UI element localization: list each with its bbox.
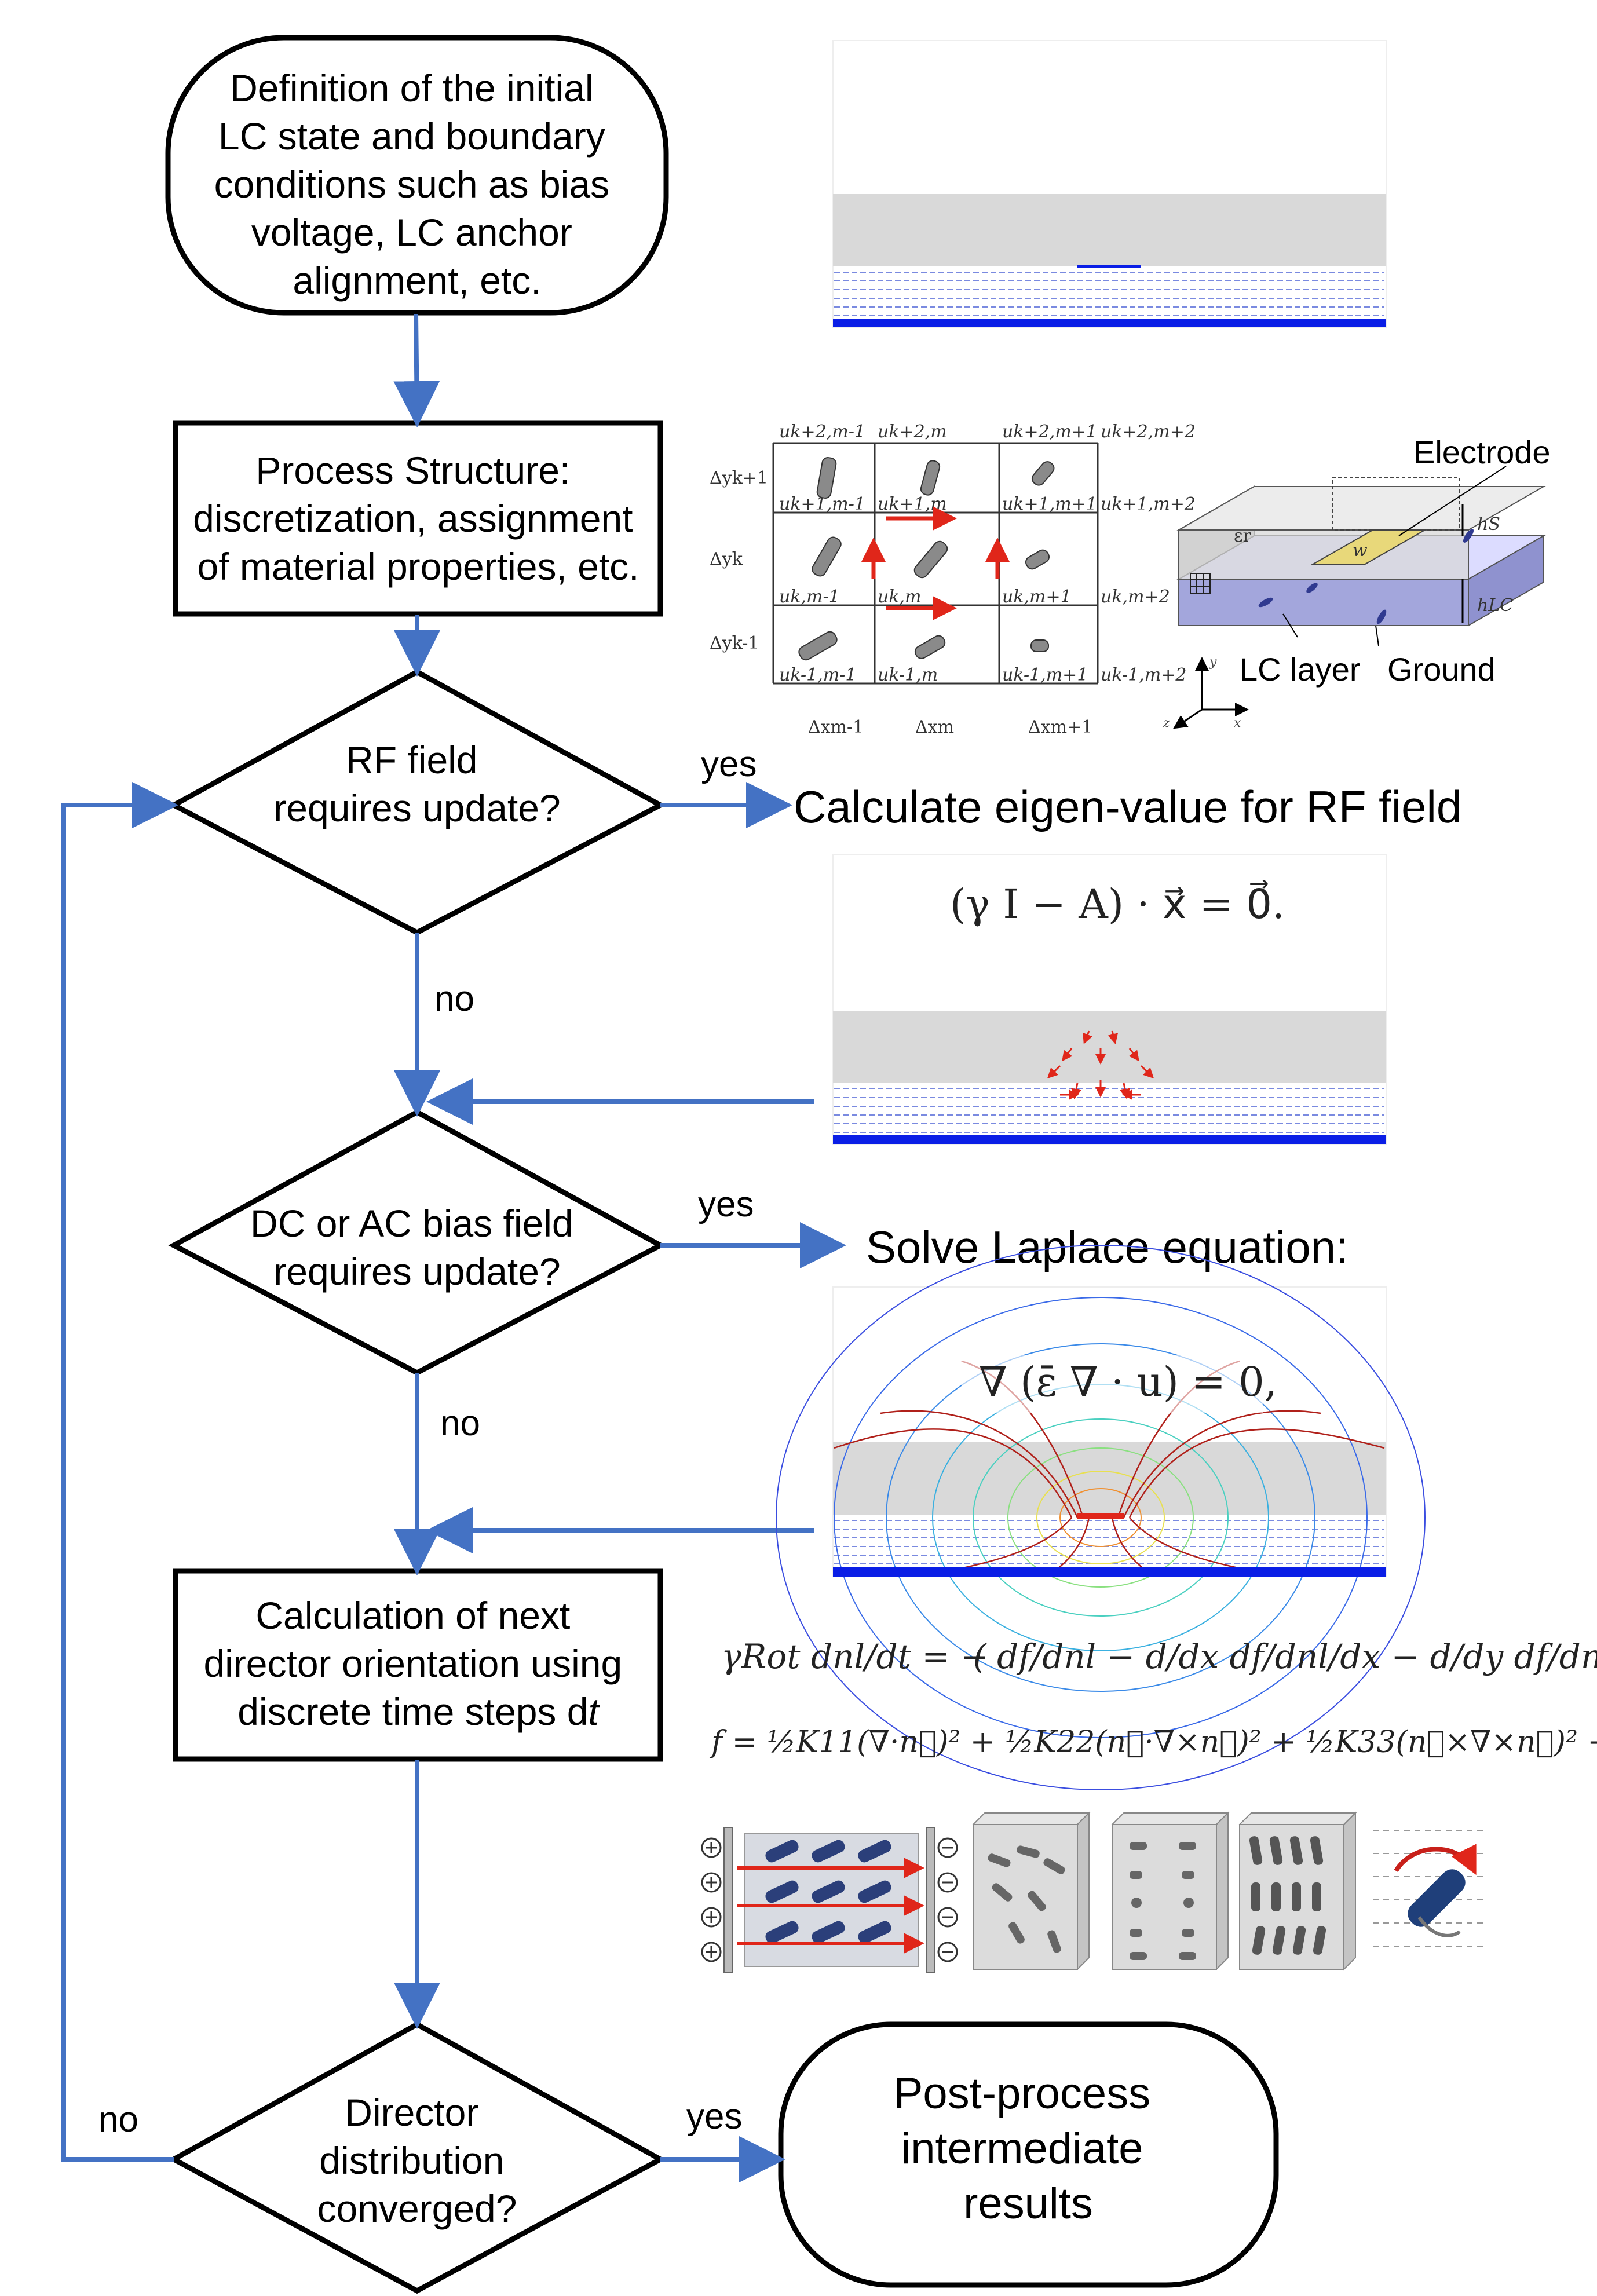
arrow-init-to-process [393, 313, 440, 427]
panel-electric-field [701, 1827, 958, 1973]
label-converged-no: no [98, 2100, 138, 2140]
lc-deformation-images [701, 1811, 1483, 1973]
energy-equation: f = ½K11(∇·n⃗)² + ½K22(n⃗·∇×n⃗)² + ½K33(… [709, 1725, 1597, 1760]
dy-label-kplus1: Δyk+1 [710, 468, 768, 488]
caption-rf: Calculate eigen-value for RF field [794, 781, 1461, 832]
init-node [165, 35, 669, 316]
initial-state-image [832, 40, 1387, 328]
dy-label-kminus1: Δyk-1 [710, 633, 759, 653]
svg-text:uk+2,m+1: uk+2,m+1 [1002, 422, 1097, 442]
converged-text: Director distribution converged? [317, 2091, 517, 2230]
panel-splay [971, 1811, 1091, 1971]
dx-label-mplus1: Δxm+1 [1028, 717, 1092, 737]
svg-text:uk+2,m-1: uk+2,m-1 [779, 422, 865, 442]
structure-3d-image: hS hLC εr w Electrode LC layer Ground y … [1163, 434, 1551, 730]
dynamics-lhs: γRot dnl/dt = − [721, 1637, 989, 1676]
panel-twist [1110, 1811, 1230, 1971]
svg-text:uk-1,m+2: uk-1,m+2 [1101, 665, 1186, 685]
label-rf-yes: yes [701, 744, 757, 784]
label-converged-yes: yes [686, 2097, 742, 2137]
label-rf-no: no [434, 979, 474, 1019]
svg-text:uk-1,m-1: uk-1,m-1 [779, 665, 856, 685]
panel-rotation [1373, 1830, 1483, 1947]
eigen-equation: (γ I − A) · x⃗ = 0⃗. [950, 879, 1285, 928]
connectors [61, 313, 846, 2182]
svg-text:uk+2,m+2: uk+2,m+2 [1101, 422, 1196, 442]
svg-text:z: z [1163, 716, 1170, 730]
converged-decision-node [168, 2021, 666, 2294]
svg-text:uk+1,m+1: uk+1,m+1 [1002, 494, 1097, 514]
dy-label-k: Δyk [710, 549, 743, 569]
dc-decision-text: DC or AC bias field requires update? [250, 1202, 584, 1293]
svg-text:uk,m+2: uk,m+2 [1101, 587, 1170, 607]
post-text: Post-process intermediate results [894, 2069, 1163, 2228]
ground-label: Ground [1387, 651, 1496, 688]
laplace-equation: ∇ (ε̄ ∇ · u) = 0, [979, 1358, 1277, 1406]
label-dc-no: no [440, 1403, 480, 1443]
caption-laplace: Solve Laplace equation: [866, 1222, 1349, 1273]
svg-text:uk+1,m: uk+1,m [878, 494, 947, 514]
laplace-image: ∇ (ε̄ ∇ · u) = 0, [776, 1245, 1426, 1790]
svg-text:y: y [1209, 655, 1217, 670]
rf-field-image: (γ I − A) · x⃗ = 0⃗. [832, 854, 1387, 1145]
svg-text:uk,m+1: uk,m+1 [1002, 587, 1072, 607]
init-text: Definition of the initial LC state and b… [214, 67, 620, 302]
dx-label-m: Δxm [915, 717, 954, 737]
hlc-label: hLC [1477, 595, 1513, 616]
w-label: w [1353, 540, 1368, 561]
svg-text:uk+1,m+2: uk+1,m+2 [1101, 494, 1196, 514]
svg-text:uk-1,m: uk-1,m [878, 665, 938, 685]
svg-text:uk+2,m: uk+2,m [878, 422, 947, 442]
calc-node [173, 1568, 663, 1762]
hs-label: hS [1477, 514, 1500, 535]
dynamics-equations: γRot dnl/dt = − ( df/dnl − d/dx df/dnl/d… [709, 1637, 1597, 1760]
calc-text: Calculation of next director orientation… [203, 1594, 633, 1733]
electrode-label: Electrode [1413, 434, 1551, 470]
svg-text:uk,m: uk,m [878, 587, 921, 607]
dynamics-rhs: ( df/dnl − d/dx df/dnl/dx − d/dy df/dnl/… [973, 1637, 1597, 1676]
eps-label: εr [1234, 526, 1252, 546]
svg-text:uk,m-1: uk,m-1 [779, 587, 840, 607]
svg-text:uk-1,m+1: uk-1,m+1 [1002, 665, 1088, 685]
rf-decision-text: RF field requires update? [273, 738, 560, 829]
lc-layer-label: LC layer [1240, 651, 1361, 688]
panel-bend [1238, 1811, 1357, 1971]
arrow-converged-no-loop [61, 782, 178, 2162]
discretization-grid-image: uk+2,m-1 uk+2,m uk+2,m+1 uk+2,m+2 uk+1,m… [710, 422, 1196, 737]
dx-label-mminus1: Δxm-1 [808, 717, 864, 737]
svg-text:x: x [1234, 716, 1241, 730]
label-dc-yes: yes [698, 1184, 754, 1224]
process-text: Process Structure: discretization, assig… [193, 449, 644, 588]
